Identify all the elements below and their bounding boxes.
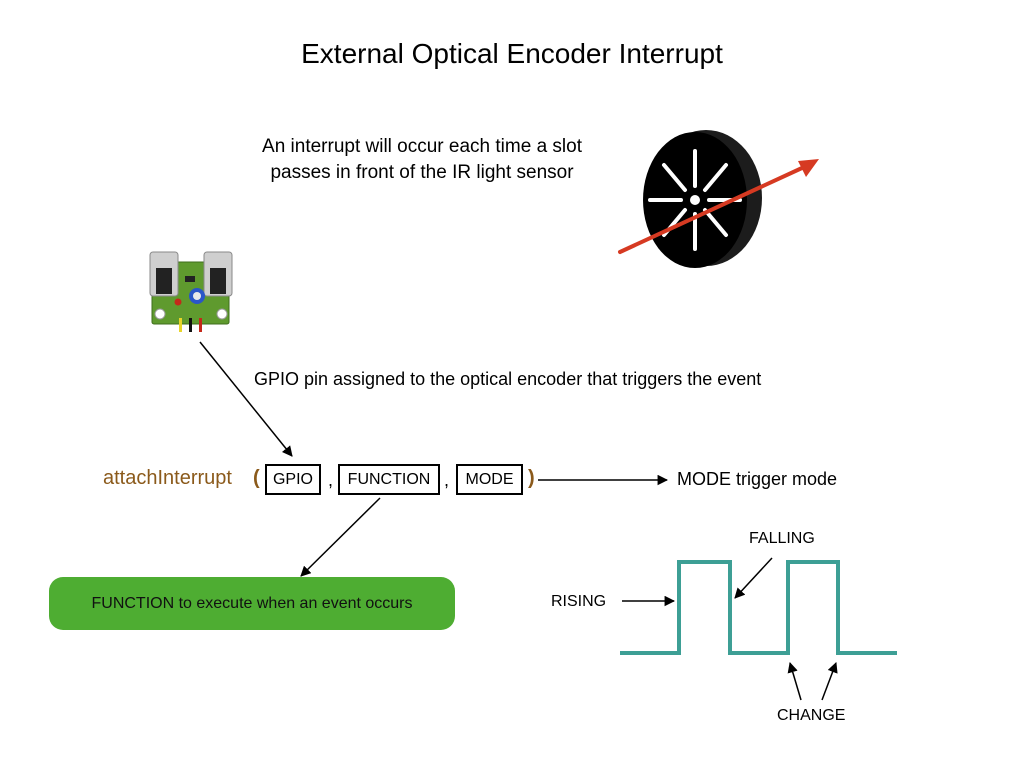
- sensor-to-gpio-arrow: [199, 341, 293, 457]
- open-paren: (: [253, 467, 260, 489]
- rising-label: RISING: [551, 593, 607, 610]
- change-label: CHANGE: [777, 707, 846, 724]
- falling-pointer-arrow: [734, 557, 773, 599]
- page-title: External Optical Encoder Interrupt: [301, 38, 723, 69]
- falling-label: FALLING: [749, 530, 815, 547]
- function-description-pill: FUNCTION to execute when an event occurs: [49, 577, 455, 630]
- square-wave: [620, 560, 897, 655]
- argument-separator: ,: [328, 470, 334, 490]
- ir-sensor-module-icon: [149, 251, 233, 332]
- square-wave-signal: [620, 562, 730, 653]
- encoder-wheel-icon: [643, 130, 762, 268]
- function-to-pill-arrow: [300, 497, 381, 577]
- gpio-description: GPIO pin assigned to the optical encoder…: [254, 369, 762, 389]
- change-pointer-arrow-left: [787, 661, 802, 701]
- change-pointer-arrow-right: [821, 662, 838, 701]
- mode-argument-box: MODE: [456, 464, 523, 495]
- mode-description: MODE trigger mode: [677, 469, 838, 489]
- rotation-axis-arrow: [618, 159, 819, 254]
- argument-separator: ,: [444, 470, 450, 490]
- interrupt-note: An interrupt will occur each time a slot…: [262, 136, 582, 184]
- close-paren: ): [528, 467, 535, 489]
- function-argument-box: FUNCTION: [338, 464, 440, 495]
- gpio-argument-box: GPIO: [265, 464, 321, 495]
- attach-interrupt-function-name: attachInterrupt: [103, 467, 232, 489]
